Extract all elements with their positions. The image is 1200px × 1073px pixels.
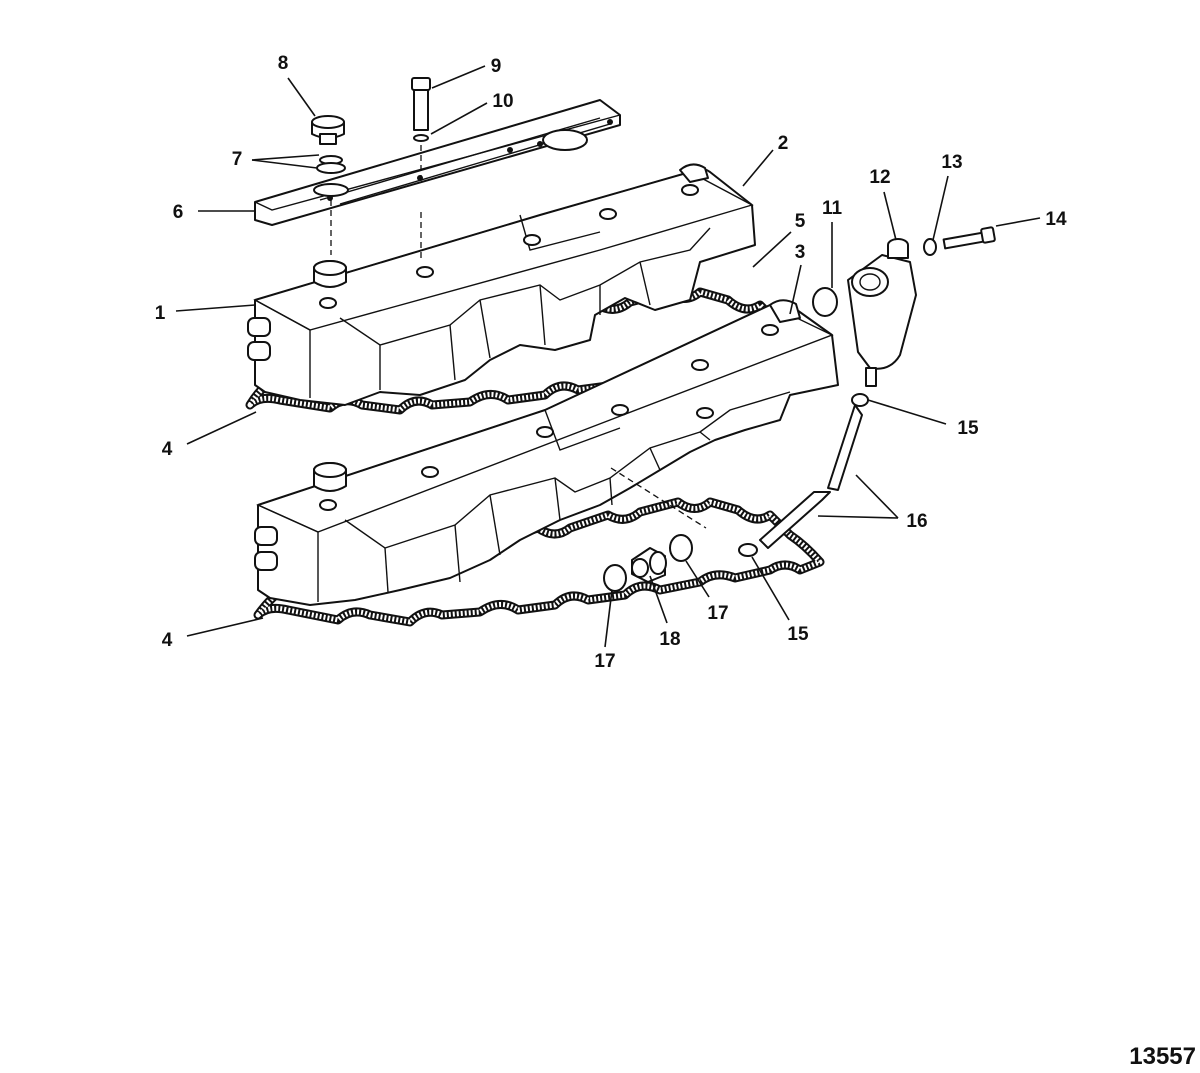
bolt xyxy=(411,77,431,131)
breather-housing xyxy=(847,238,917,387)
callout-5: 5 xyxy=(795,211,806,232)
callout-1: 1 xyxy=(155,303,166,324)
o-ring xyxy=(669,534,693,562)
alignment-line xyxy=(610,467,707,529)
callout-13: 13 xyxy=(941,152,962,173)
lower-valve-cover xyxy=(254,299,839,606)
washer xyxy=(413,134,429,142)
callout-9: 9 xyxy=(491,56,502,77)
callout-14: 14 xyxy=(1045,209,1067,230)
figure-number: 13557 xyxy=(1129,1043,1196,1070)
callout-8: 8 xyxy=(278,53,289,74)
callout-4-lower: 4 xyxy=(162,630,173,651)
plug xyxy=(631,547,667,583)
washer xyxy=(923,238,937,256)
callout-3: 3 xyxy=(795,242,806,263)
oil-fill-cap xyxy=(311,115,345,145)
callout-15-upper: 15 xyxy=(957,418,979,439)
cover-rail-plate xyxy=(254,99,621,226)
o-ring xyxy=(603,564,627,592)
callout-11: 11 xyxy=(822,198,843,219)
callout-18: 18 xyxy=(659,629,680,650)
hose xyxy=(759,404,863,549)
upper-valve-cover xyxy=(247,163,756,406)
callout-7: 7 xyxy=(232,149,243,170)
cap-seal-rings xyxy=(313,155,349,197)
callout-15-lower: 15 xyxy=(787,624,809,645)
callout-12: 12 xyxy=(869,167,890,188)
callout-labels: 8 9 10 7 2 6 5 11 12 13 14 3 1 15 4 16 1… xyxy=(155,53,1067,672)
callout-2: 2 xyxy=(778,133,789,154)
o-ring xyxy=(812,287,838,317)
callout-17-right: 17 xyxy=(707,603,728,624)
callout-16: 16 xyxy=(906,511,927,532)
callout-4-upper: 4 xyxy=(162,439,173,460)
screw xyxy=(942,226,996,250)
callout-10: 10 xyxy=(492,91,513,112)
callout-17-left: 17 xyxy=(594,651,615,672)
leader-lines xyxy=(175,65,1041,648)
callout-6: 6 xyxy=(173,202,184,223)
